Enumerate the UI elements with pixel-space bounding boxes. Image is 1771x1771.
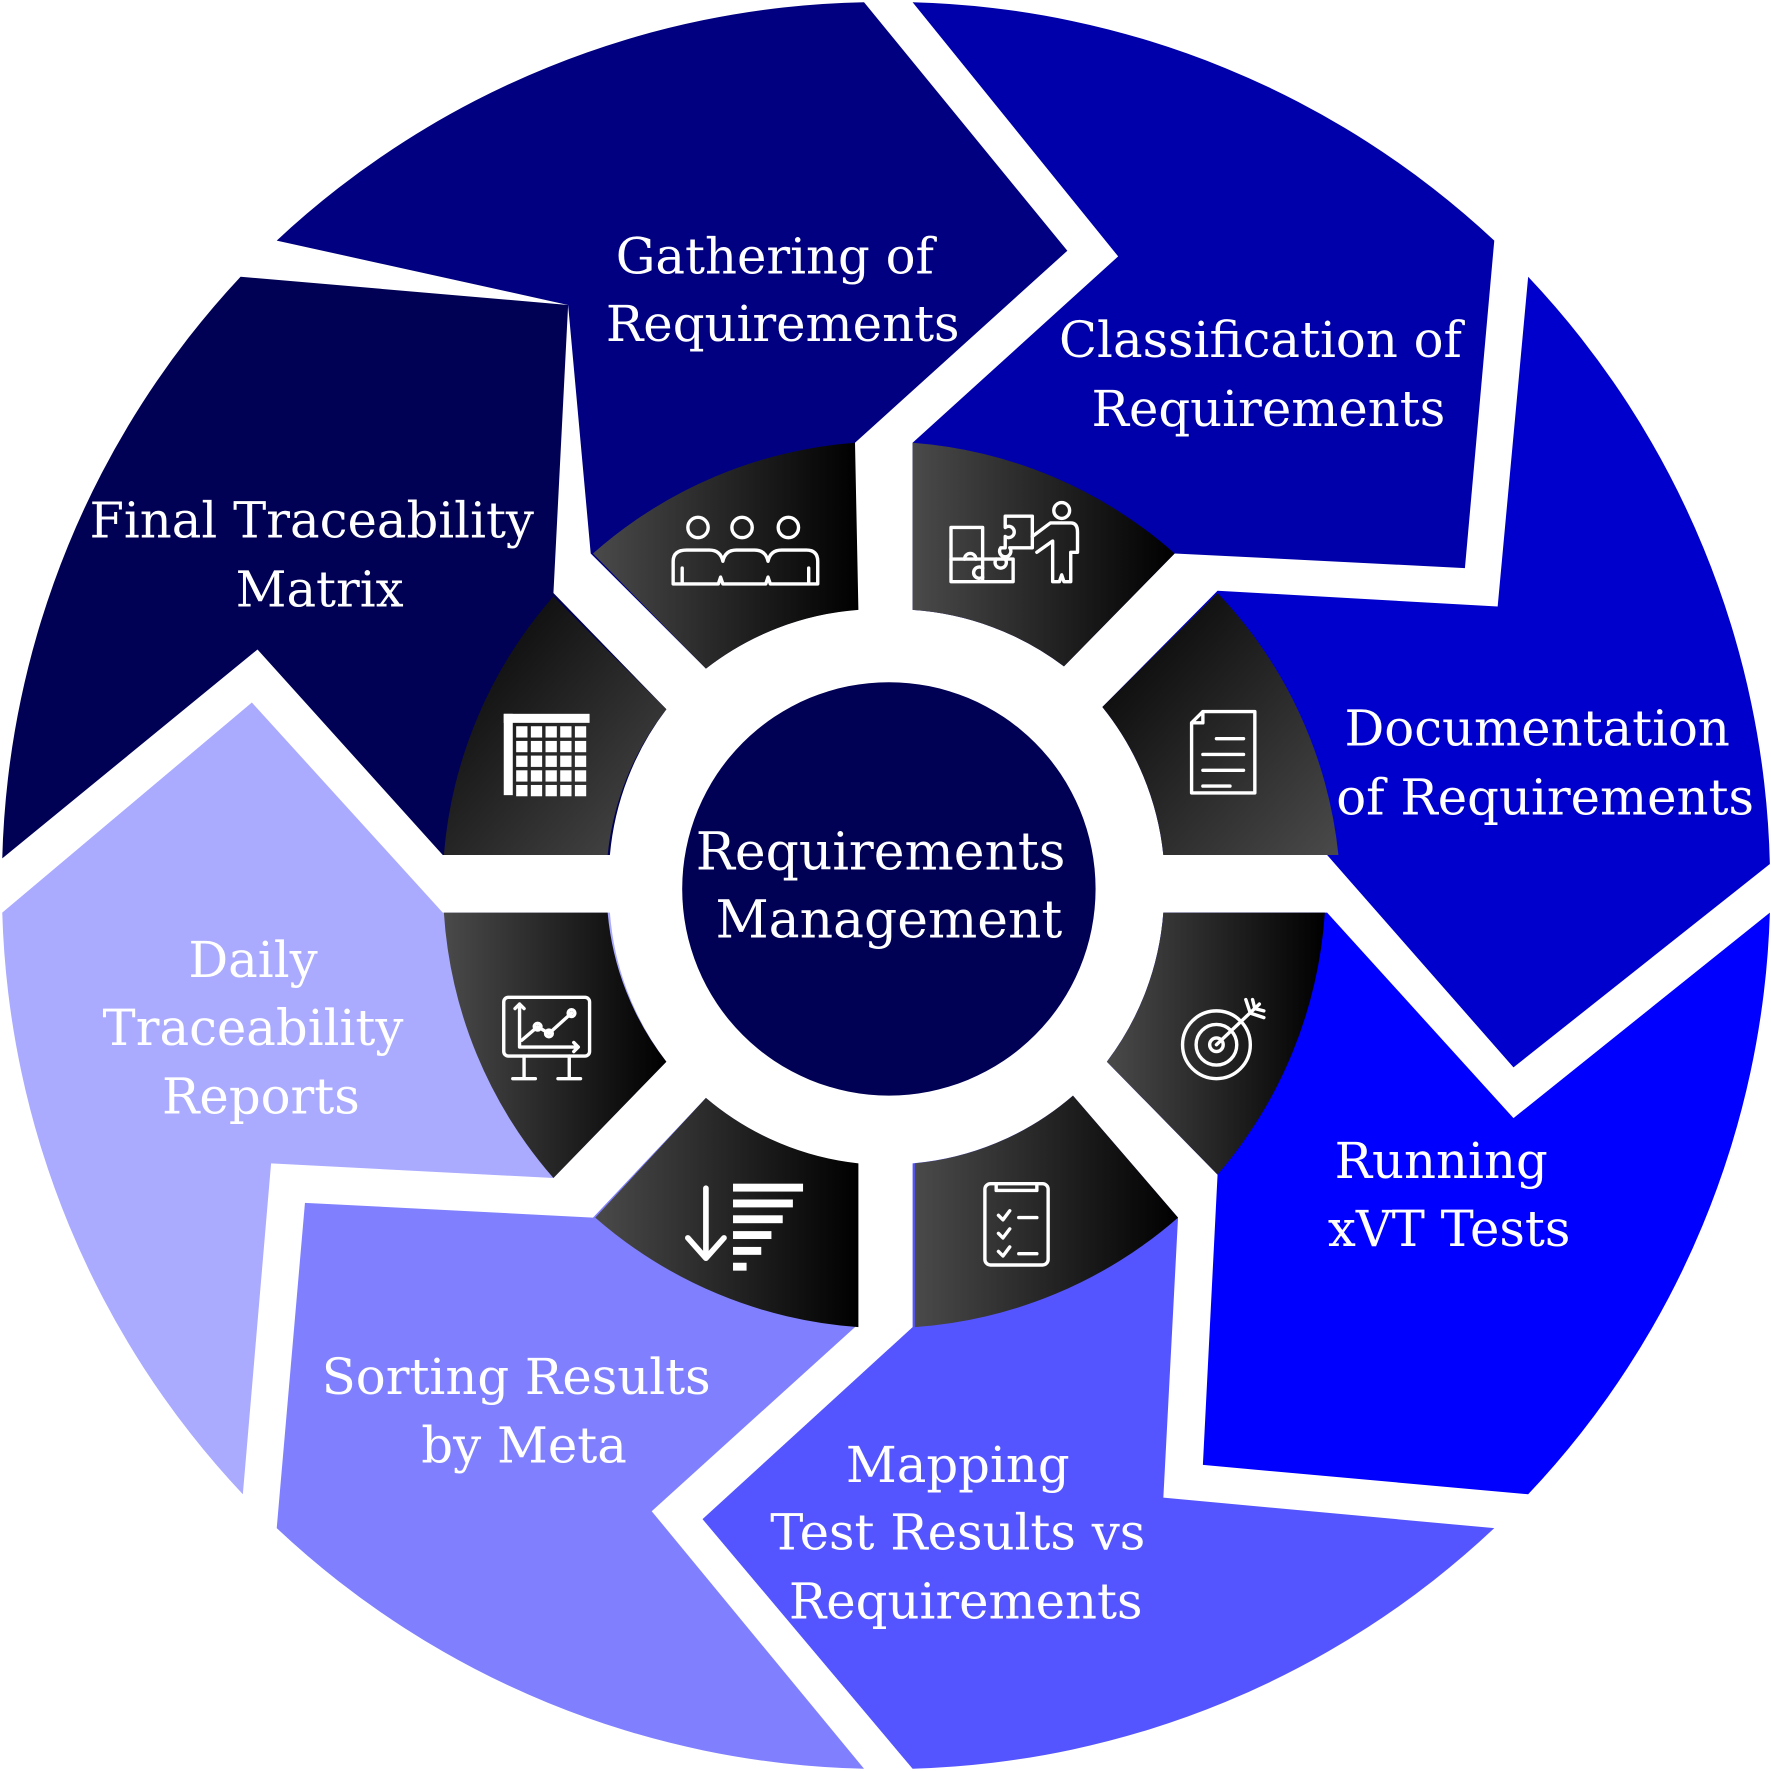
inner-segment-sorting[interactable] [595,1097,859,1328]
label-line: xVT Tests [1328,1200,1571,1258]
table-grid-cell [530,726,543,738]
label-line: Running [1335,1132,1548,1190]
table-grid-icon [503,713,590,797]
table-grid-cell [545,770,557,782]
label-line: Final Traceability [89,492,534,550]
label-line: Reports [162,1068,360,1126]
table-grid-cell [560,755,572,767]
label-line: Sorting Results [322,1348,711,1406]
inner-segment-classification[interactable] [912,442,1175,667]
stage-label-documentation: Documentation of Requirements [1336,699,1754,826]
table-grid-cell [560,770,572,782]
label-line: Requirements [606,295,960,353]
table-grid-cell [545,740,557,753]
table-grid-cell [574,755,587,767]
stage-label-mapping: Mapping Test Results vs Requirements [770,1436,1161,1631]
label-line: of Requirements [1336,768,1754,826]
label-line: Test Results vs [770,1504,1145,1562]
stage-segment-mapping[interactable] [702,1095,1495,1769]
table-grid-cell [545,726,557,738]
stage-segment-gathering[interactable] [276,2,1068,669]
label-line: Classification of [1059,311,1465,369]
puzzle-presenter-icon [949,500,1080,584]
label-line: by Meta [421,1417,627,1475]
label-line: Traceability [103,999,404,1057]
stage-label-sorting: Sorting Results by Meta [322,1348,727,1475]
table-grid-cell [560,740,572,753]
team-icon [671,515,820,586]
table-grid-cell [516,726,528,738]
table-grid-cell [530,755,543,767]
label-line: Documentation [1344,699,1729,757]
center-title-line-1: Requirements [696,823,1066,883]
table-grid-cell [574,784,587,797]
inner-segment-final[interactable] [443,596,667,856]
label-line: Mapping [846,1436,1070,1494]
table-grid-cell [545,755,557,767]
table-grid-cell [574,770,587,782]
stage-label-daily: Daily Traceability Reports [103,931,420,1126]
label-line: Matrix [236,561,404,619]
table-grid-cell [530,770,543,782]
label-line: Requirements [789,1573,1143,1631]
table-grid-cell [530,784,543,797]
stage-label-gathering: Gathering of Requirements [606,227,960,353]
inner-segment-documentation[interactable] [1102,592,1339,856]
document-icon [1189,709,1257,795]
chart-board-icon [502,995,592,1081]
stage-label-running: Running xVT Tests [1328,1132,1571,1258]
sort-descending-icon [685,1183,804,1271]
label-line: Daily [188,931,317,989]
table-grid-cell [516,740,528,753]
inner-segment-daily[interactable] [443,912,667,1179]
table-grid-cell [516,770,528,782]
table-grid-cell [516,755,528,767]
table-grid-cell [530,740,543,753]
stage-label-classification: Classification of Requirements [1059,311,1478,438]
table-grid-cell [560,784,572,797]
stage-segment-documentation[interactable] [1102,276,1770,1068]
stage-segment-daily[interactable] [2,702,667,1495]
table-grid-cell [574,726,587,738]
table-grid-cell [545,784,557,797]
label-line: Gathering of [616,227,938,285]
table-grid-cell [574,740,587,753]
table-grid-cell [516,784,528,797]
center-circle[interactable] [682,682,1096,1096]
center-title-line-2: Management [715,890,1062,950]
label-line: Requirements [1092,380,1446,438]
table-grid-cell [560,726,572,738]
target-icon [1180,997,1266,1081]
checklist-icon [983,1181,1050,1267]
center-title: Requirements Management [696,823,1082,951]
stage-label-final: Final Traceability Matrix [89,492,549,619]
